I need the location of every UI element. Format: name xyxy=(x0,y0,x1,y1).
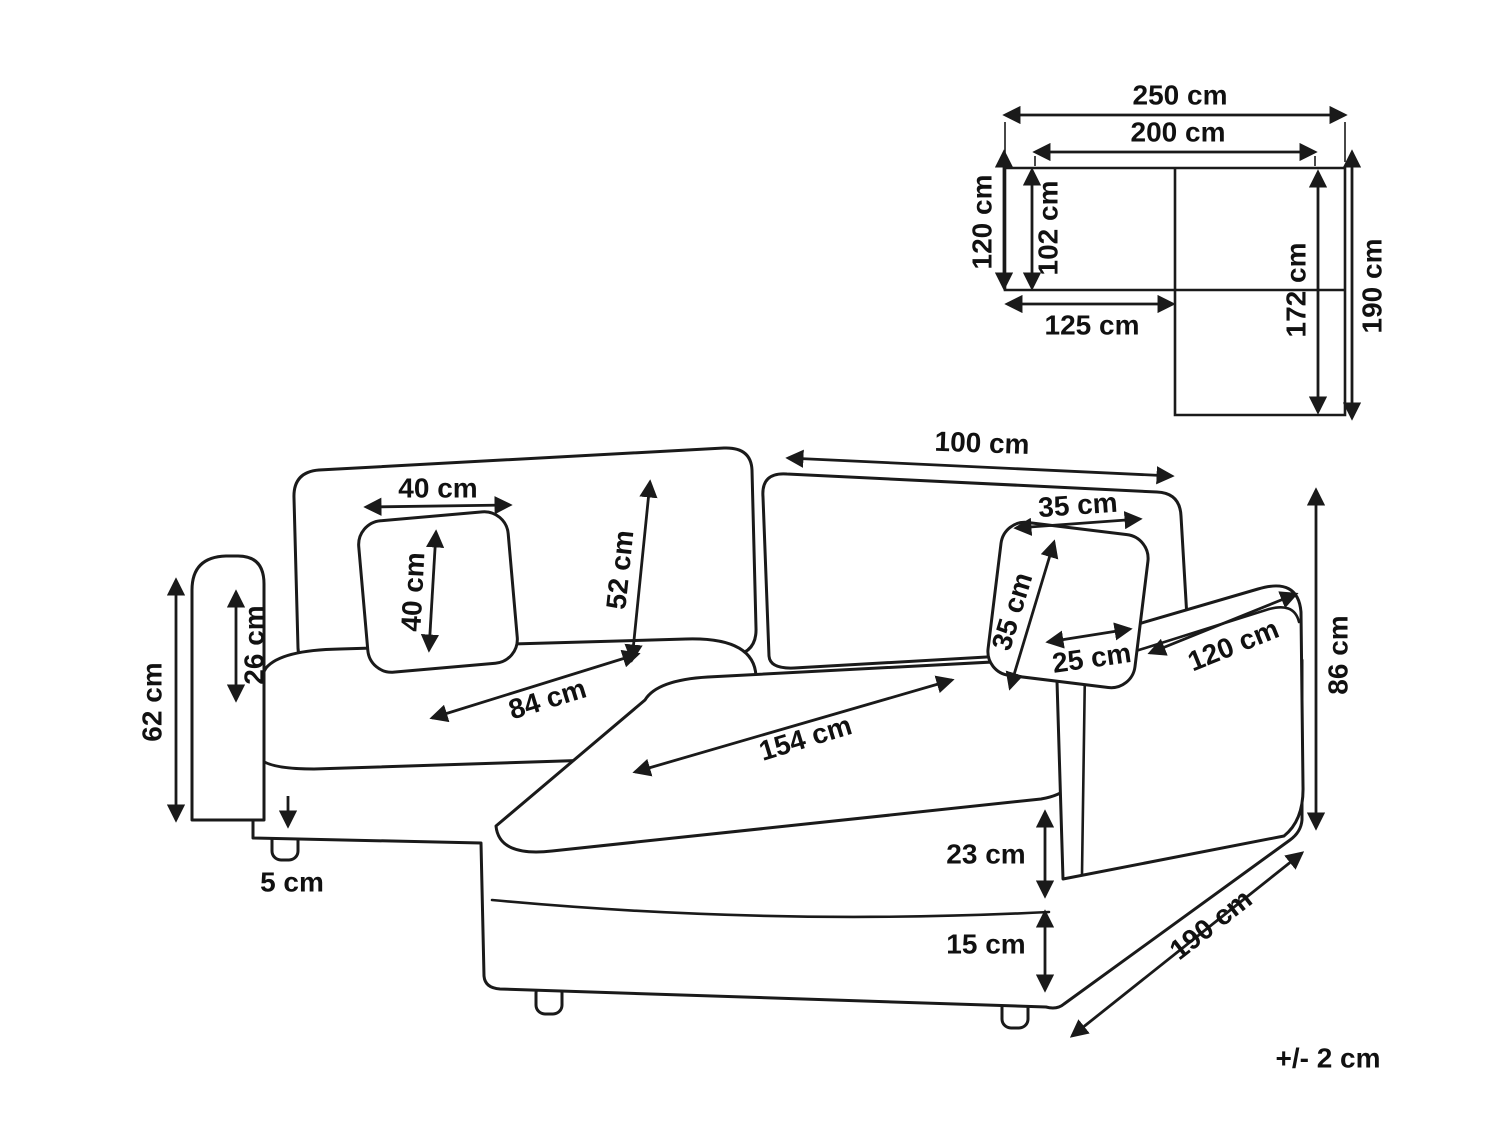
dim-chaise-seat-length-arrow xyxy=(632,675,955,777)
front-view-sofa: 100 cm 40 cm 52 cm 40 cm 35 cm 26 cm 35 … xyxy=(136,426,1353,1038)
dim-left-pillow-width-arrow xyxy=(363,496,513,516)
dim-right-backrest-width: 100 cm xyxy=(785,426,1175,485)
dim-base-height-label: 15 cm xyxy=(946,928,1025,959)
dim-left-pillow-height-arrow xyxy=(420,529,445,653)
dim-chaise-overall-length-label: 190 cm xyxy=(1356,239,1387,334)
dim-right-backrest-width-arrow xyxy=(785,449,1175,485)
dim-seat-depth: 102 cm xyxy=(1022,167,1063,291)
dim-chaise-overall-length: 190 cm xyxy=(1342,149,1387,421)
dim-left-section-width: 125 cm xyxy=(1004,294,1176,340)
tolerance-note: +/- 2 cm xyxy=(1275,1042,1380,1073)
dim-leg-height-label: 5 cm xyxy=(260,866,324,897)
dim-left-pillow-width: 40 cm xyxy=(363,472,513,516)
right-armrest-front-edge xyxy=(1080,665,1087,876)
dim-seat-depth-label: 102 cm xyxy=(1032,181,1063,276)
dim-armrest-width-arrow xyxy=(1045,622,1133,649)
dim-seat-cushion-thickness-label: 23 cm xyxy=(946,838,1025,869)
dim-seat-cushion-thickness: 23 cm xyxy=(946,809,1055,899)
dim-left-pillow-width-label: 40 cm xyxy=(398,472,477,503)
dim-right-pillow-width: 35 cm xyxy=(1013,487,1143,536)
dim-inner-width: 200 cm xyxy=(1032,116,1318,162)
chaise-base-seam xyxy=(490,898,1051,919)
dim-overall-width: 250 cm xyxy=(1002,79,1348,125)
dim-leg-height: 5 cm xyxy=(260,796,324,897)
dim-armrest-above-seat: 26 cm xyxy=(226,589,269,703)
dim-right-pillow-height-arrow xyxy=(1005,539,1059,691)
dim-chaise-inner-length-label: 172 cm xyxy=(1280,243,1311,338)
dim-armrest-above-seat-label: 26 cm xyxy=(238,605,269,684)
top-view-plan: 250 cm 200 cm 120 cm 102 cm 125 cm 172 c… xyxy=(966,79,1387,421)
dim-armrest-length-arrow xyxy=(1147,591,1299,656)
dim-right-pillow-width-arrow xyxy=(1013,511,1143,536)
dim-armrest-total-height: 62 cm xyxy=(136,577,186,823)
dim-overall-width-label: 250 cm xyxy=(1133,79,1228,110)
dim-total-height: 86 cm xyxy=(1306,487,1353,831)
dim-left-pillow-height-label: 40 cm xyxy=(395,551,430,632)
dim-total-height-label: 86 cm xyxy=(1322,615,1353,694)
dim-inner-width-label: 200 cm xyxy=(1131,116,1226,147)
dim-base-height: 15 cm xyxy=(946,909,1055,993)
dim-overall-depth: 120 cm xyxy=(966,149,1014,291)
left-armrest xyxy=(190,554,266,822)
dim-right-pillow-width-label: 35 cm xyxy=(1037,487,1118,523)
dim-left-seat-depth-arrow xyxy=(429,649,641,723)
dim-chaise-inner-length: 172 cm xyxy=(1280,169,1328,415)
dim-left-pillow-height: 40 cm xyxy=(395,529,445,653)
left-throw-pillow xyxy=(357,510,519,674)
dim-chaise-overall-depth-arrow xyxy=(1069,851,1305,1038)
dim-armrest-total-height-label: 62 cm xyxy=(136,662,167,741)
dim-backrest-height-arrow xyxy=(624,479,658,663)
dim-left-section-width-label: 125 cm xyxy=(1045,309,1140,340)
dim-overall-depth-label: 120 cm xyxy=(966,175,997,270)
dim-right-backrest-width-label: 100 cm xyxy=(934,426,1030,460)
